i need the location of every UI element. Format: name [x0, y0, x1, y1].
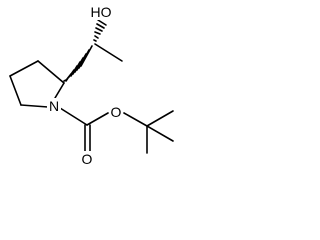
bond-ester-o-cq	[123, 112, 148, 127]
molecule-structure: HO N O O	[9, 4, 174, 167]
pyrrolidine-ring	[9, 60, 65, 108]
carbonyl-oxygen-label: O	[82, 151, 93, 167]
bond-carbinol-methyl	[94, 43, 123, 62]
atom-ester-oxygen: O	[109, 104, 123, 120]
bond-n-carbonyl-c	[59, 107, 88, 126]
ester-oxygen-label: O	[111, 104, 122, 120]
bond-n-c2	[54, 82, 65, 99]
bond-c-ester-o	[86, 112, 109, 126]
atom-carbonyl-oxygen: O	[80, 151, 94, 167]
carbamate-group	[59, 107, 148, 153]
hydroxyl-label: HO	[91, 4, 112, 20]
bond-cq-me-right	[146, 125, 174, 142]
tert-butyl-group	[146, 110, 174, 154]
bond-c5-n	[20, 104, 49, 108]
atom-hydroxyl: HO	[88, 4, 114, 20]
atom-nitrogen: N	[47, 98, 61, 114]
bond-c2-c3	[37, 60, 65, 84]
bond-c4-c5	[9, 75, 22, 106]
nitrogen-label: N	[49, 98, 59, 114]
hashed-wedge-c1	[93, 19, 107, 42]
bond-cq-me-up	[146, 110, 174, 127]
bond-c3-c4	[9, 60, 39, 77]
hashed-wedge-c2	[63, 45, 93, 82]
